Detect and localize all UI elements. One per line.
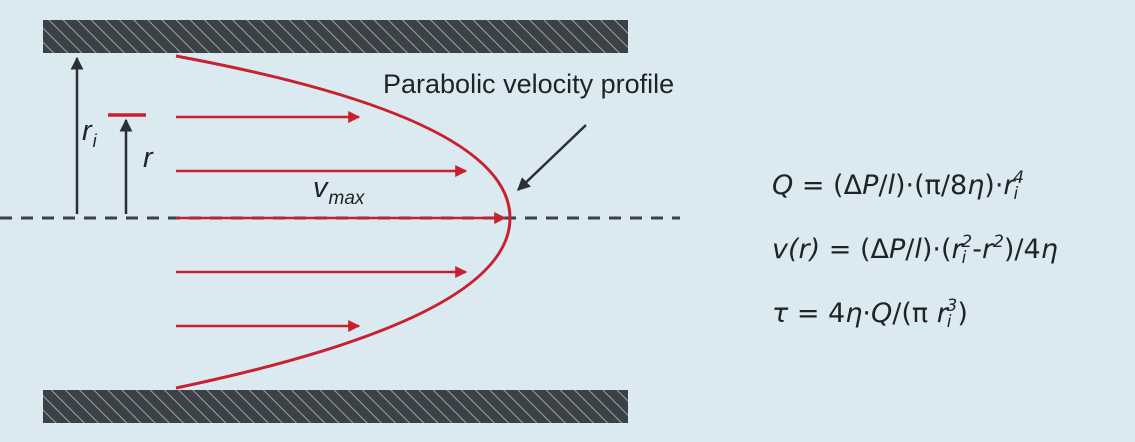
equation-flow-rate: Q = (ΔP/l)·(π/8η)·ri4	[772, 170, 1024, 203]
equation-token: r	[936, 298, 948, 329]
parabolic-profile-curve	[175, 54, 512, 390]
equation-token: r	[951, 234, 963, 265]
equation-token: P	[862, 170, 879, 201]
equation-token: r	[981, 234, 994, 265]
label-r: r	[143, 142, 154, 174]
equation-token: l	[914, 234, 922, 265]
equation-token: /(π	[892, 298, 937, 329]
equation-token: 4	[1013, 168, 1025, 188]
equation-token: l	[887, 170, 895, 201]
equation-shear-stress: τ = 4η·Q/(π ri3)	[772, 298, 968, 331]
callout-arrow	[517, 124, 587, 191]
equation-token: 3	[946, 296, 958, 316]
equation-token: /	[905, 234, 915, 265]
equation-token: η	[967, 170, 985, 201]
equation-token: )/4	[1003, 234, 1041, 265]
equation-token: η	[1040, 234, 1058, 265]
equation-token: i	[961, 248, 967, 268]
equation-token: τ	[772, 298, 789, 329]
equation-token: = 4	[788, 298, 846, 329]
equation-token: P	[888, 234, 906, 265]
equation-token: Q	[772, 170, 794, 201]
equation-token: Q	[870, 298, 893, 329]
equation-token: i	[946, 312, 952, 332]
equation-token: 2	[993, 232, 1004, 252]
equation-token: v(r)	[772, 234, 821, 265]
equation-velocity: v(r) = (ΔP/l)·(ri2-r2)/4η	[772, 234, 1058, 267]
label-vmax: vmax	[313, 172, 366, 209]
top-pipe-wall	[43, 20, 628, 53]
equation-token: η	[845, 298, 863, 329]
equation-token: r	[1003, 170, 1015, 201]
bottom-pipe-wall	[43, 390, 628, 423]
equation-token: )·	[984, 170, 1004, 201]
equation-token: /	[878, 170, 888, 201]
equation-token: -	[972, 234, 982, 265]
equation-token: = (Δ	[793, 170, 863, 201]
equation-token: i	[1013, 184, 1019, 204]
equation-token: )·(π/8	[894, 170, 968, 201]
equation-token: = (Δ	[820, 234, 889, 265]
callout-label: Parabolic velocity profile	[383, 69, 674, 99]
label-ri: ri	[82, 115, 98, 151]
equation-token: ·	[862, 298, 871, 329]
equation-token: 2	[961, 232, 973, 252]
equation-token: )·(	[921, 234, 952, 265]
equation-token: )	[957, 298, 968, 329]
